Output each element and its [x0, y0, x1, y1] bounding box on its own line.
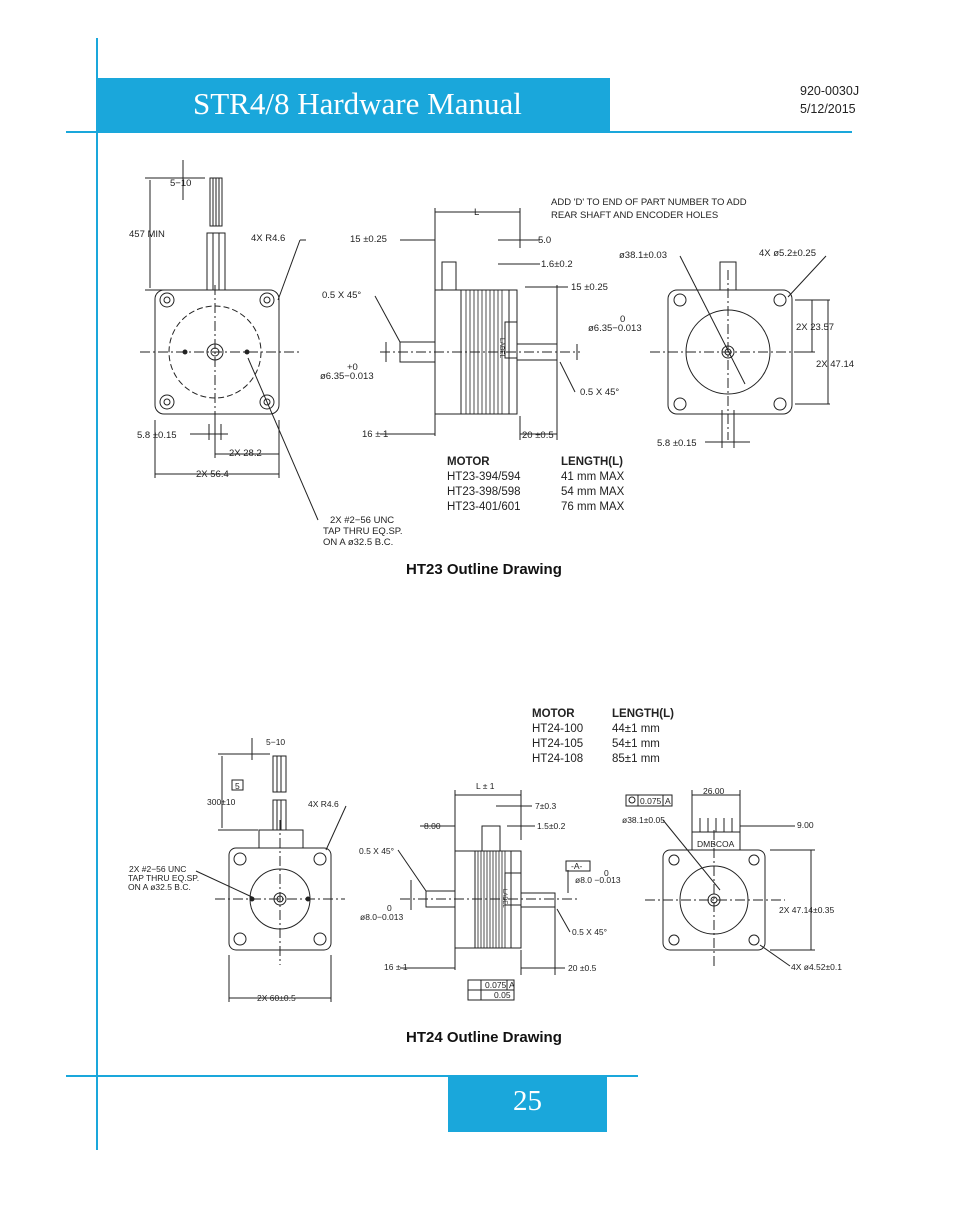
- ht23-chamfer-right: 0.5 X 45°: [580, 387, 619, 398]
- ht24-dim-radius: 4X R4.6: [308, 799, 339, 809]
- ht23-col-length: LENGTH(L): [561, 456, 623, 468]
- ht24-dim-8: 8.00: [424, 821, 441, 831]
- ht24-shaft-right: ø8.0 −0.013: [575, 875, 621, 885]
- ht24-flat-tol: 0.05: [494, 990, 511, 1000]
- ht23-col-motor: MOTOR: [447, 456, 490, 468]
- ht24-chamfer-right: 0.5 X 45°: [572, 927, 607, 937]
- ht24-chamfer-left: 0.5 X 45°: [359, 846, 394, 856]
- ht24-circ-tol: 0.075: [640, 796, 662, 806]
- ht24-dim-length: L ± 1: [476, 781, 495, 791]
- ht23-dim-5-8-right: 5.8 ±0.15: [657, 438, 697, 449]
- ht23-dim-lead-5-10: 5−10: [170, 178, 191, 189]
- ht24-dim-20: 20 ±0.5: [568, 963, 597, 973]
- ht23-dim-15-right: 15 ±0.25: [571, 282, 608, 293]
- ht24-dim-16: 16 ± 1: [384, 962, 408, 972]
- ht24-dim-7: 7±0.3: [535, 801, 556, 811]
- ht24-tap-line2: TAP THRU EQ.SP.: [128, 873, 199, 883]
- page-number: 25: [513, 1085, 542, 1117]
- ht24-col-length: LENGTH(L): [612, 708, 674, 720]
- ht23-dim-47-14: 2X 47.14: [816, 359, 854, 370]
- ht23-shaft-left: ø6.35−0.013: [320, 371, 374, 382]
- ht24-shaft-right-tol: 0: [604, 868, 609, 878]
- ht24-label-text: LABEL: [501, 889, 507, 908]
- ht24-dim-300: 300±10: [207, 797, 236, 807]
- ht23-pilot: ø38.1±0.03: [619, 250, 667, 261]
- ht24-caption: HT24 Outline Drawing: [406, 1029, 562, 1046]
- footer-rule: [66, 1075, 638, 1077]
- title-banner: STR4/8 Hardware Manual: [97, 78, 610, 131]
- ht23-label-text: LABEL: [498, 338, 505, 359]
- ht24-tap-line3: ON A ø32.5 B.C.: [128, 882, 191, 892]
- ht24-dim-9: 9.00: [797, 820, 814, 830]
- ht24-shaft-left: ø8.0−0.013: [360, 912, 404, 922]
- ht24-holes: 4X ø4.52±0.1: [791, 962, 842, 972]
- header-rule: [66, 131, 852, 133]
- page-title: STR4/8 Hardware Manual: [193, 86, 522, 121]
- ht23-dim-1-6: 1.6±0.2: [541, 259, 573, 270]
- ht23-shaft-right: ø6.35−0.013: [588, 323, 642, 334]
- ht23-dim-20: 20 ±0.5: [522, 430, 554, 441]
- ht24-datum-a: -A-: [571, 861, 583, 871]
- ht24-dim-47: 2X 47.14±0.35: [779, 905, 835, 915]
- ht23-dim-length: L: [474, 207, 479, 218]
- ht23-dim-56-4: 2X 56.4: [196, 469, 229, 480]
- ht24-tap-line1: 2X #2−56 UNC: [129, 864, 186, 874]
- doc-date: 5/12/2015: [800, 102, 856, 116]
- ht23-dim-15-left: 15 ±0.25: [350, 234, 387, 245]
- ht24-perp-ref: A: [509, 980, 515, 990]
- ht24-dim-26: 26.00: [703, 786, 725, 796]
- ht23-dim-5-8: 5.8 ±0.15: [137, 430, 177, 441]
- ht23-dim-radius: 4X R4.6: [251, 233, 285, 244]
- ht24-connector-pins: DMBCOA: [697, 839, 735, 849]
- ht24-dim-1-5: 1.5±0.2: [537, 821, 566, 831]
- document-info: 920-0030J 5/12/2015: [800, 82, 859, 118]
- ht24-col-motor: MOTOR: [532, 708, 575, 720]
- ht24-dim-lead-5-10: 5−10: [266, 737, 285, 747]
- ht23-dim-16: 16 ± 1: [362, 429, 388, 440]
- page-number-box: 25: [448, 1077, 607, 1132]
- ht23-tap-line1: 2X #2−56 UNC: [330, 515, 394, 526]
- ht23-holes: 4X ø5.2±0.25: [759, 248, 816, 259]
- doc-number: 920-0030J: [800, 84, 860, 98]
- ht23-tap-line3: ON A ø32.5 B.C.: [323, 537, 393, 548]
- ht24-circ-ref: A: [665, 796, 671, 806]
- ht23-dim-457: 457 MIN: [129, 229, 165, 240]
- ht24-box-5: 5: [235, 781, 240, 791]
- ht23-caption: HT23 Outline Drawing: [406, 561, 562, 578]
- ht23-dim-28-2: 2X 28.2: [229, 448, 262, 459]
- ht23-note-line1: ADD 'D' TO END OF PART NUMBER TO ADD: [551, 197, 747, 208]
- left-accent-line: [96, 38, 98, 1150]
- ht24-dim-60: 2X 60±0.5: [257, 993, 296, 1003]
- ht23-shaft-left-tol: +0: [347, 362, 358, 373]
- ht23-dim-5-0: 5.0: [538, 235, 551, 246]
- ht23-tap-line2: TAP THRU EQ.SP.: [323, 526, 403, 537]
- ht23-note-line2: REAR SHAFT AND ENCODER HOLES: [551, 210, 718, 221]
- ht23-chamfer-left: 0.5 X 45°: [322, 290, 361, 301]
- ht23-dim-23-57: 2X 23.57: [796, 322, 834, 333]
- ht23-shaft-right-tol: 0: [620, 314, 625, 325]
- ht24-shaft-left-tol: 0: [387, 903, 392, 913]
- ht24-pilot: ø38.1±0.05: [622, 815, 665, 825]
- ht24-perp-tol: 0.075: [485, 980, 507, 990]
